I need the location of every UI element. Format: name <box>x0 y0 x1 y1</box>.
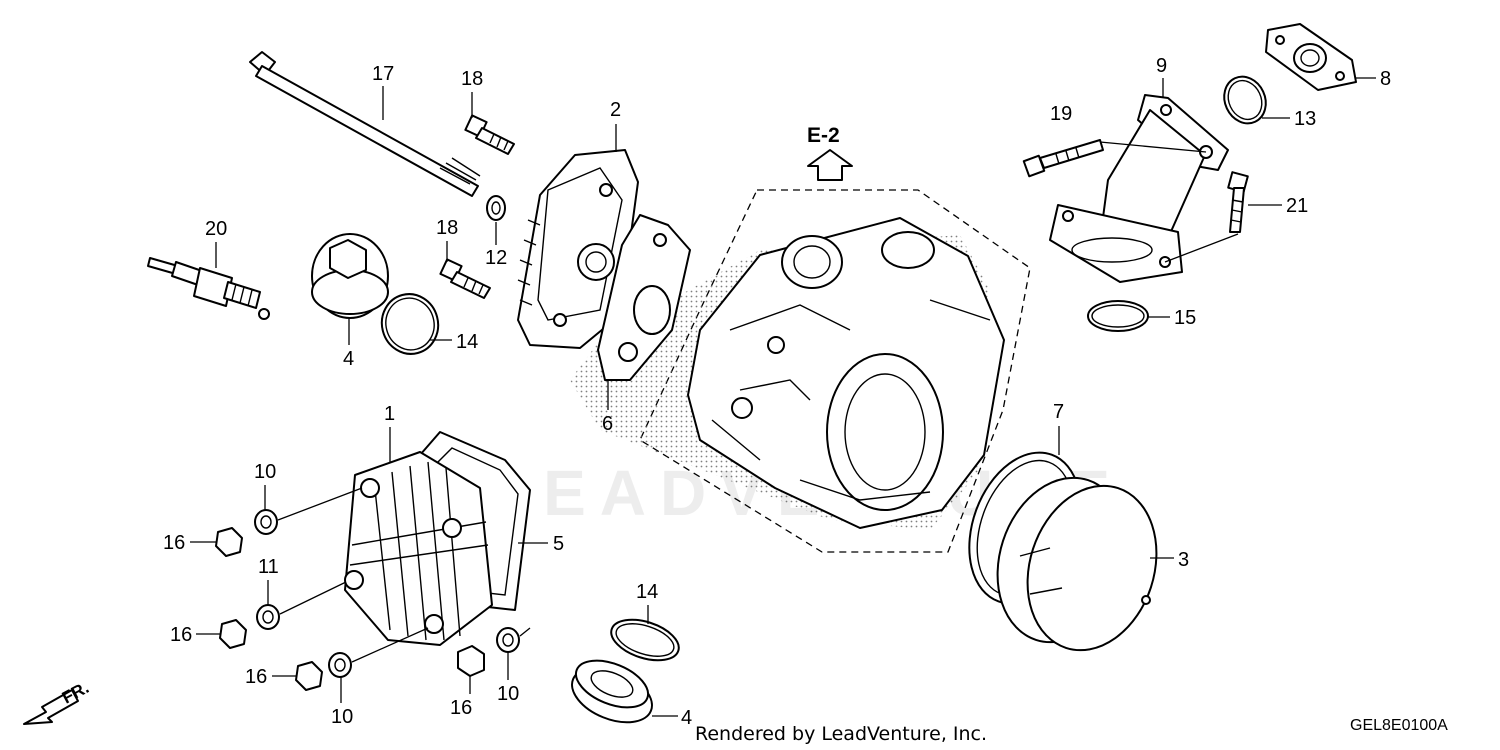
part-10-washer-left[interactable]: 10 <box>254 461 363 535</box>
callout-4-upper[interactable]: 4 <box>343 348 354 370</box>
callout-15[interactable]: 15 <box>1174 307 1196 329</box>
callout-16-b[interactable]: 16 <box>170 624 192 646</box>
part-14-oring-lower[interactable]: 14 <box>606 581 684 668</box>
callout-20[interactable]: 20 <box>205 218 227 240</box>
callout-4-lower[interactable]: 4 <box>681 707 692 729</box>
callout-9[interactable]: 9 <box>1156 55 1167 77</box>
part-13-oring[interactable]: 13 <box>1217 70 1317 130</box>
part-10-washer-middle[interactable]: 10 <box>328 627 429 728</box>
callout-10-left[interactable]: 10 <box>254 461 276 483</box>
part-4-cap-lower[interactable]: 4 <box>564 651 692 733</box>
callout-14-lower[interactable]: 14 <box>636 581 658 603</box>
reference-label: E-2 <box>807 124 840 147</box>
callout-2[interactable]: 2 <box>610 99 621 121</box>
part-4-cap-upper[interactable]: 4 <box>311 233 389 370</box>
callout-18-lower[interactable]: 18 <box>436 217 458 239</box>
callout-19[interactable]: 19 <box>1050 103 1072 125</box>
callout-17[interactable]: 17 <box>372 63 394 85</box>
callout-1[interactable]: 1 <box>384 403 395 425</box>
part-19-bolt[interactable]: 19 <box>1022 103 1207 178</box>
callout-16-d[interactable]: 16 <box>450 697 472 719</box>
callout-8[interactable]: 8 <box>1380 68 1391 90</box>
reference-e2[interactable]: E-2 <box>807 124 853 181</box>
part-16-nut-1[interactable]: 16 <box>163 527 243 557</box>
part-11-washer[interactable]: 11 <box>256 556 347 630</box>
part-16-nut-2[interactable]: 16 <box>170 619 247 649</box>
callout-13[interactable]: 13 <box>1294 108 1316 130</box>
rendered-by-credit: Rendered by LeadVenture, Inc. <box>695 723 987 745</box>
diagram-code: GEL8E0100A <box>1350 717 1448 734</box>
part-16-nut-3[interactable]: 16 <box>245 661 323 691</box>
part-20-spark-plug[interactable]: 20 <box>147 218 270 320</box>
callout-7[interactable]: 7 <box>1053 401 1064 423</box>
callout-21[interactable]: 21 <box>1286 195 1308 217</box>
callout-6[interactable]: 6 <box>602 413 613 435</box>
part-2-cover[interactable]: 2 <box>517 99 639 349</box>
part-12-washer[interactable]: 12 <box>485 195 507 269</box>
callout-14-upper[interactable]: 14 <box>456 331 478 353</box>
callout-10-middle[interactable]: 10 <box>331 706 353 728</box>
exhaust-port <box>881 231 935 269</box>
front-arrow <box>23 689 79 725</box>
callout-10-right[interactable]: 10 <box>497 683 519 705</box>
callout-3[interactable]: 3 <box>1178 549 1189 571</box>
intake-port <box>781 235 843 289</box>
part-9-intake-pipe[interactable]: 9 <box>1049 55 1229 283</box>
callout-18-upper[interactable]: 18 <box>461 68 483 90</box>
callout-16-c[interactable]: 16 <box>245 666 267 688</box>
part-6-gasket[interactable]: 6 <box>597 214 691 435</box>
part-3-side-cover[interactable]: 3 <box>977 461 1189 667</box>
part-10-washer-right[interactable]: 10 <box>496 627 531 705</box>
reference-up-arrow <box>807 149 853 181</box>
part-1-head-cover[interactable]: 1 <box>344 403 493 646</box>
callout-16-a[interactable]: 16 <box>163 532 185 554</box>
callout-12[interactable]: 12 <box>485 247 507 269</box>
part-16-nut-4[interactable]: 16 <box>450 645 485 719</box>
part-18-bolt-upper[interactable]: 18 <box>461 68 515 155</box>
part-17-stud-bolt[interactable]: 17 <box>249 51 481 197</box>
front-direction-indicator: FR. <box>23 678 92 725</box>
part-21-bolt[interactable]: 21 <box>1164 171 1308 263</box>
part-18-bolt-lower[interactable]: 18 <box>436 217 491 299</box>
part-15-oring[interactable]: 15 <box>1087 300 1196 332</box>
part-14-oring-upper[interactable]: 14 <box>375 288 478 360</box>
callout-11[interactable]: 11 <box>258 556 279 578</box>
part-8-flange[interactable]: 8 <box>1265 23 1391 91</box>
callout-5[interactable]: 5 <box>553 533 564 555</box>
cylinder-head-dashed-outline <box>639 189 1031 553</box>
